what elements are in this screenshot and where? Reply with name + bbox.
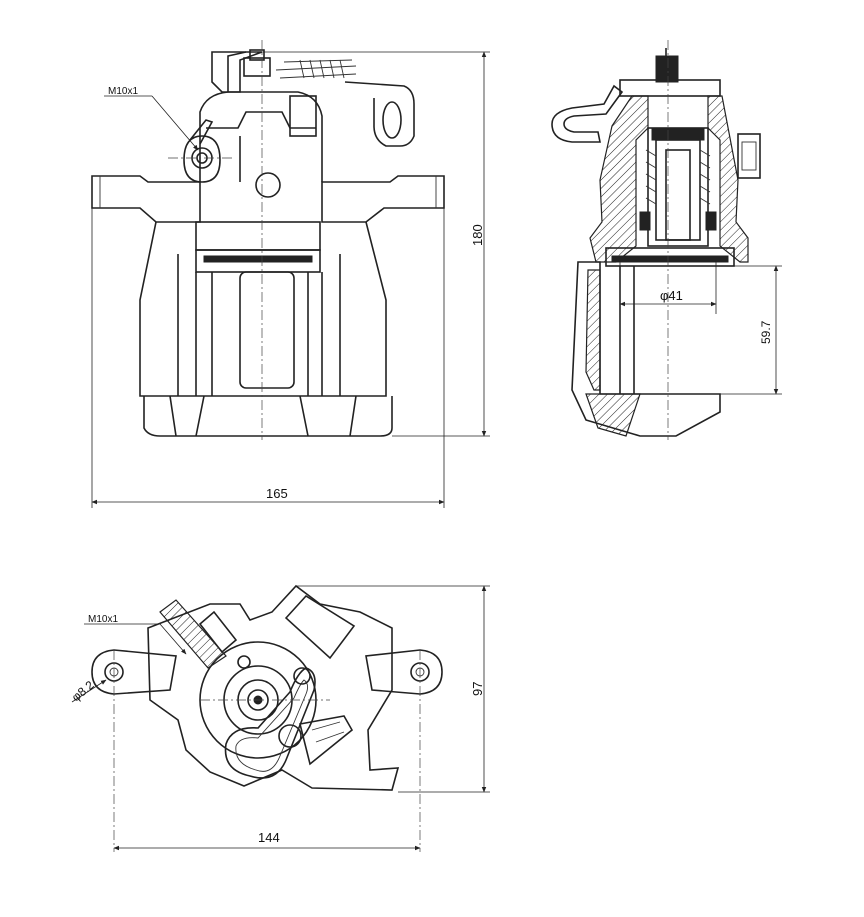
mount-spacing-label: 144 — [258, 830, 280, 845]
section-dimensions — [619, 262, 782, 395]
width-dimension-label: 165 — [266, 486, 288, 501]
bottom-dimensions — [71, 585, 490, 851]
depth-dimension-label: 59.7 — [759, 320, 773, 344]
front-dimensions — [91, 51, 490, 508]
hole-diameter-label: φ8.2 — [69, 678, 97, 705]
front-view — [91, 40, 445, 440]
bottom-view — [91, 584, 443, 852]
height-dimension-label: 180 — [470, 224, 485, 246]
thread-label-front: M10x1 — [108, 86, 138, 97]
piston-diameter-label: φ41 — [660, 288, 683, 303]
thread-label-bottom: M10x1 — [88, 614, 118, 625]
bottom-height-label: 97 — [470, 682, 485, 696]
section-view — [551, 40, 761, 440]
